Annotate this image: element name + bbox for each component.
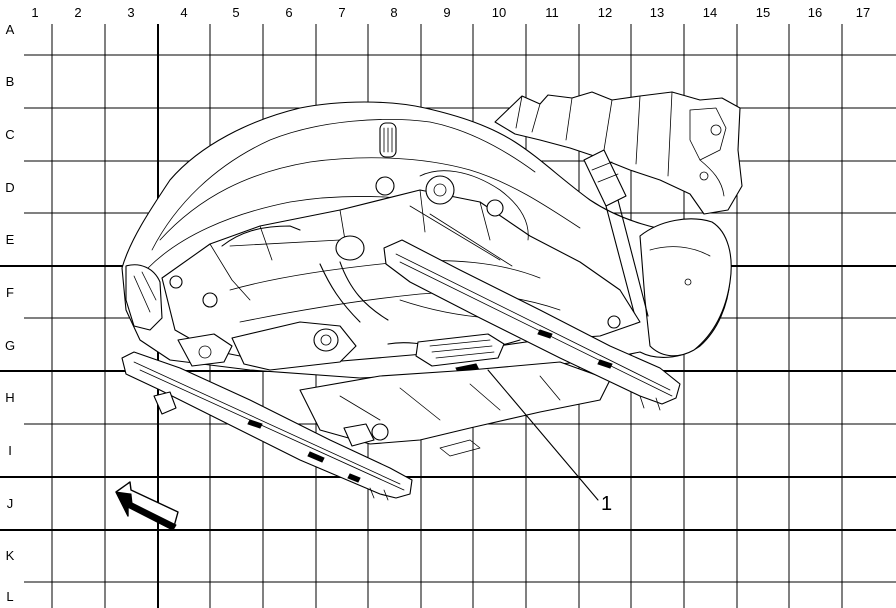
grid-row-label: D	[5, 180, 14, 195]
seat-track-rear	[383, 239, 681, 411]
callout-1: 1	[487, 369, 612, 515]
grid-column-label: 10	[492, 5, 506, 20]
grid-row-label: A	[6, 22, 15, 37]
grid-column-label: 6	[285, 5, 292, 20]
grid-column-label: 2	[74, 5, 81, 20]
front-bracket	[125, 264, 163, 331]
grid-row-label: H	[5, 390, 14, 405]
grid-column-label: 15	[756, 5, 770, 20]
grid-column-label: 9	[443, 5, 450, 20]
grid-row-label: L	[6, 589, 13, 604]
seat-back-frame	[494, 91, 743, 215]
seat-belt-buckle	[583, 149, 649, 321]
callout-leader-line	[487, 369, 599, 501]
seat-track-front	[121, 351, 413, 501]
grid-column-label: 16	[808, 5, 822, 20]
underside-structure	[299, 361, 611, 457]
grid-row-label: E	[6, 232, 15, 247]
grid-row-label: G	[5, 338, 15, 353]
grid-column-label: 12	[598, 5, 612, 20]
grid-column-label: 7	[338, 5, 345, 20]
callout-number: 1	[601, 493, 612, 515]
grid-row-label: C	[5, 127, 14, 142]
grid-column-label: 17	[856, 5, 870, 20]
grid-column-label: 4	[180, 5, 187, 20]
grid-row-label: J	[7, 496, 14, 511]
grid-column-label: 8	[390, 5, 397, 20]
grid-row-labels: A B C D E F G H I J K L	[5, 22, 15, 604]
grid-column-label: 14	[703, 5, 717, 20]
grid-column-label: 11	[545, 5, 559, 20]
grid-row-label: B	[6, 74, 15, 89]
grid-column-label: 3	[127, 5, 134, 20]
forward-arrow-icon	[115, 481, 179, 531]
grid-column-label: 5	[232, 5, 239, 20]
recliner-cover	[639, 218, 732, 357]
grid-row-label: F	[6, 285, 14, 300]
grid-row-label: I	[8, 443, 12, 458]
grid-column-label: 13	[650, 5, 664, 20]
grid-column-label: 1	[31, 5, 38, 20]
seat-assembly-drawing	[121, 91, 743, 501]
grid-row-label: K	[6, 548, 15, 563]
grid-column-labels: 1 2 3 4 5 6 7 8 9 10 11 12 13 14 15 16 1…	[31, 5, 870, 20]
